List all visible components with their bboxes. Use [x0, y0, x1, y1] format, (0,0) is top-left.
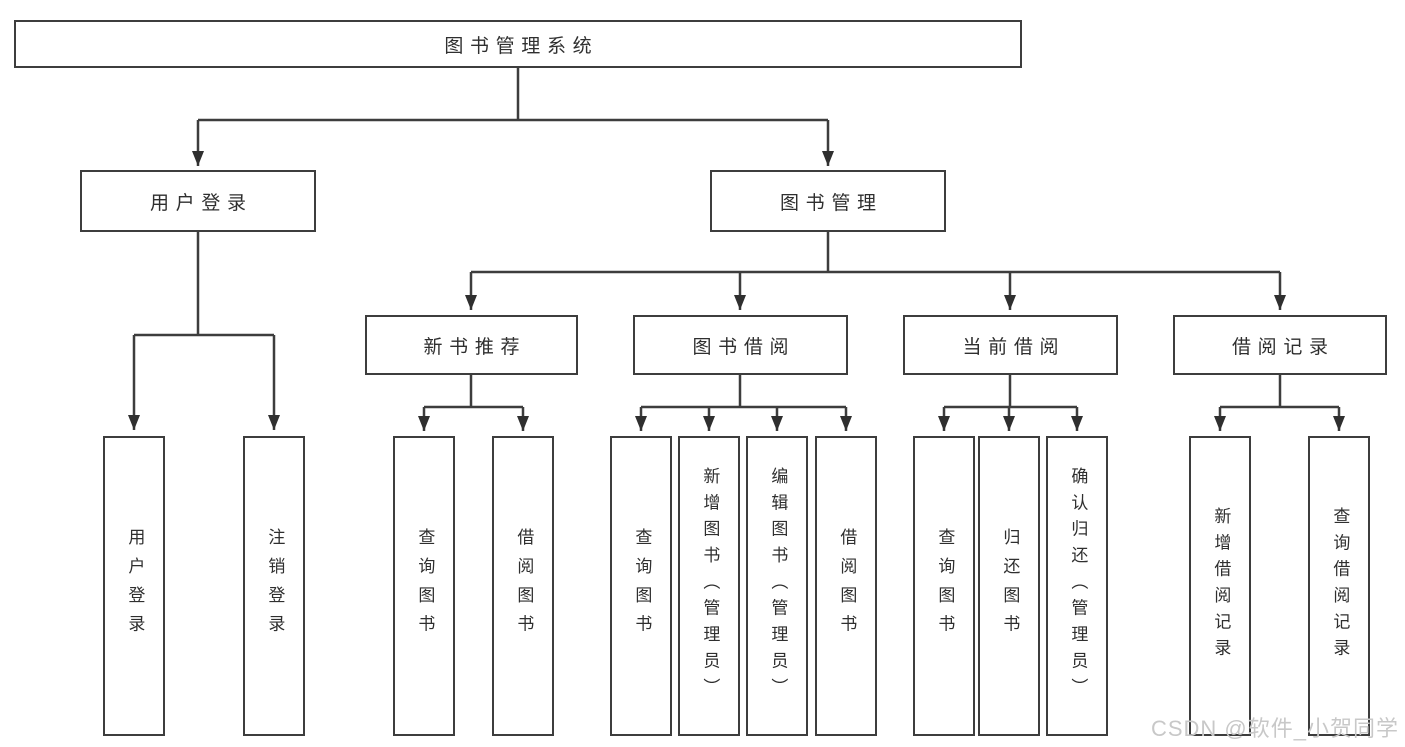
leaf-query-borrow-record: 查询借阅记录	[1308, 436, 1370, 736]
leaf-query-books-current: 查询图书	[913, 436, 975, 736]
leaf-edit-book-admin: 编辑图书（管理员）	[746, 436, 808, 736]
leaf-user-login: 用户登录	[103, 436, 165, 736]
leaf-query-books-recommend: 查询图书	[393, 436, 455, 736]
node-book-borrow: 图书借阅	[633, 315, 848, 375]
node-root-system: 图书管理系统	[14, 20, 1022, 68]
node-new-book-recommend: 新书推荐	[365, 315, 578, 375]
node-user-login: 用户登录	[80, 170, 316, 232]
leaf-add-borrow-record: 新增借阅记录	[1189, 436, 1251, 736]
leaf-borrow-books-recommend: 借阅图书	[492, 436, 554, 736]
leaf-query-books-borrow: 查询图书	[610, 436, 672, 736]
leaf-borrow-books: 借阅图书	[815, 436, 877, 736]
leaf-return-book: 归还图书	[978, 436, 1040, 736]
node-borrow-records: 借阅记录	[1173, 315, 1387, 375]
leaf-add-book-admin: 新增图书（管理员）	[678, 436, 740, 736]
leaf-confirm-return-admin: 确认归还（管理员）	[1046, 436, 1108, 736]
leaf-logout: 注销登录	[243, 436, 305, 736]
node-current-borrow: 当前借阅	[903, 315, 1118, 375]
node-book-management: 图书管理	[710, 170, 946, 232]
